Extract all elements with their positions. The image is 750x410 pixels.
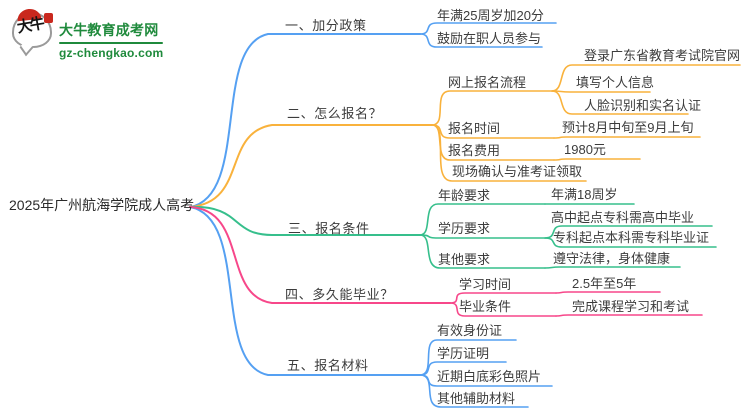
- node-online-process[interactable]: 网上报名流程: [448, 75, 527, 90]
- logo-separator: [59, 42, 164, 44]
- node-fill-personal-info[interactable]: 填写个人信息: [576, 75, 655, 90]
- node-login-gdeea-website[interactable]: 登录广东省教育考试院官网: [584, 48, 741, 63]
- node-education-requirement[interactable]: 学历要求: [438, 221, 491, 236]
- node-other-materials[interactable]: 其他辅助材料: [437, 391, 516, 406]
- branch-bonus-policy[interactable]: 一、加分政策: [285, 18, 367, 33]
- site-logo[interactable]: 大牛 大牛教育成考网 gz-chengkao.com: [12, 7, 164, 60]
- root-topic[interactable]: 2025年广州航海学院成人高考: [9, 197, 195, 213]
- node-other-requirement[interactable]: 其他要求: [438, 252, 491, 267]
- logo-bubble-icon: 大牛: [12, 7, 53, 57]
- node-graduation-condition[interactable]: 毕业条件: [459, 299, 512, 314]
- node-college-diploma-needed[interactable]: 专科起点本科需专科毕业证: [553, 230, 710, 245]
- node-face-id-verification[interactable]: 人脸识别和实名认证: [584, 98, 702, 113]
- branch-materials[interactable]: 五、报名材料: [287, 358, 369, 373]
- node-age-requirement[interactable]: 年龄要求: [438, 188, 491, 203]
- node-onsite-confirmation[interactable]: 现场确认与准考证领取: [452, 164, 583, 179]
- node-id-card[interactable]: 有效身份证: [437, 323, 503, 338]
- logo-seal-icon: [44, 13, 53, 23]
- node-fee-amount[interactable]: 1980元: [564, 142, 606, 157]
- node-complete-courses-exams[interactable]: 完成课程学习和考试: [572, 299, 690, 314]
- logo-brand-block: 大牛教育成考网 gz-chengkao.com: [59, 12, 164, 60]
- logo-title: 大牛教育成考网: [59, 22, 159, 38]
- node-study-duration[interactable]: 学习时间: [459, 277, 512, 292]
- node-encourage-employed[interactable]: 鼓励在职人员参与: [437, 31, 542, 46]
- node-register-time[interactable]: 报名时间: [448, 121, 501, 136]
- node-law-and-health[interactable]: 遵守法律，身体健康: [553, 251, 671, 266]
- node-white-bg-photo[interactable]: 近期白底彩色照片: [437, 369, 542, 384]
- node-register-fee[interactable]: 报名费用: [448, 143, 501, 158]
- logo-bubble-text: 大牛: [15, 15, 45, 37]
- branch-graduation-time[interactable]: 四、多久能毕业？: [285, 287, 394, 302]
- node-highschool-diploma-needed[interactable]: 高中起点专科需高中毕业: [551, 210, 695, 225]
- node-register-time-estimate[interactable]: 预计8月中旬至9月上旬: [562, 120, 694, 135]
- logo-domain: gz-chengkao.com: [59, 46, 164, 60]
- logo-bubble-tail: [19, 38, 34, 57]
- node-age25-bonus20[interactable]: 年满25周岁加20分: [437, 8, 544, 23]
- node-duration-years[interactable]: 2.5年至5年: [572, 276, 637, 291]
- branch-how-to-register[interactable]: 二、怎么报名？: [287, 106, 383, 121]
- branch-requirements[interactable]: 三、报名条件: [288, 221, 370, 236]
- node-age18[interactable]: 年满18周岁: [551, 187, 618, 202]
- node-education-proof[interactable]: 学历证明: [437, 346, 490, 361]
